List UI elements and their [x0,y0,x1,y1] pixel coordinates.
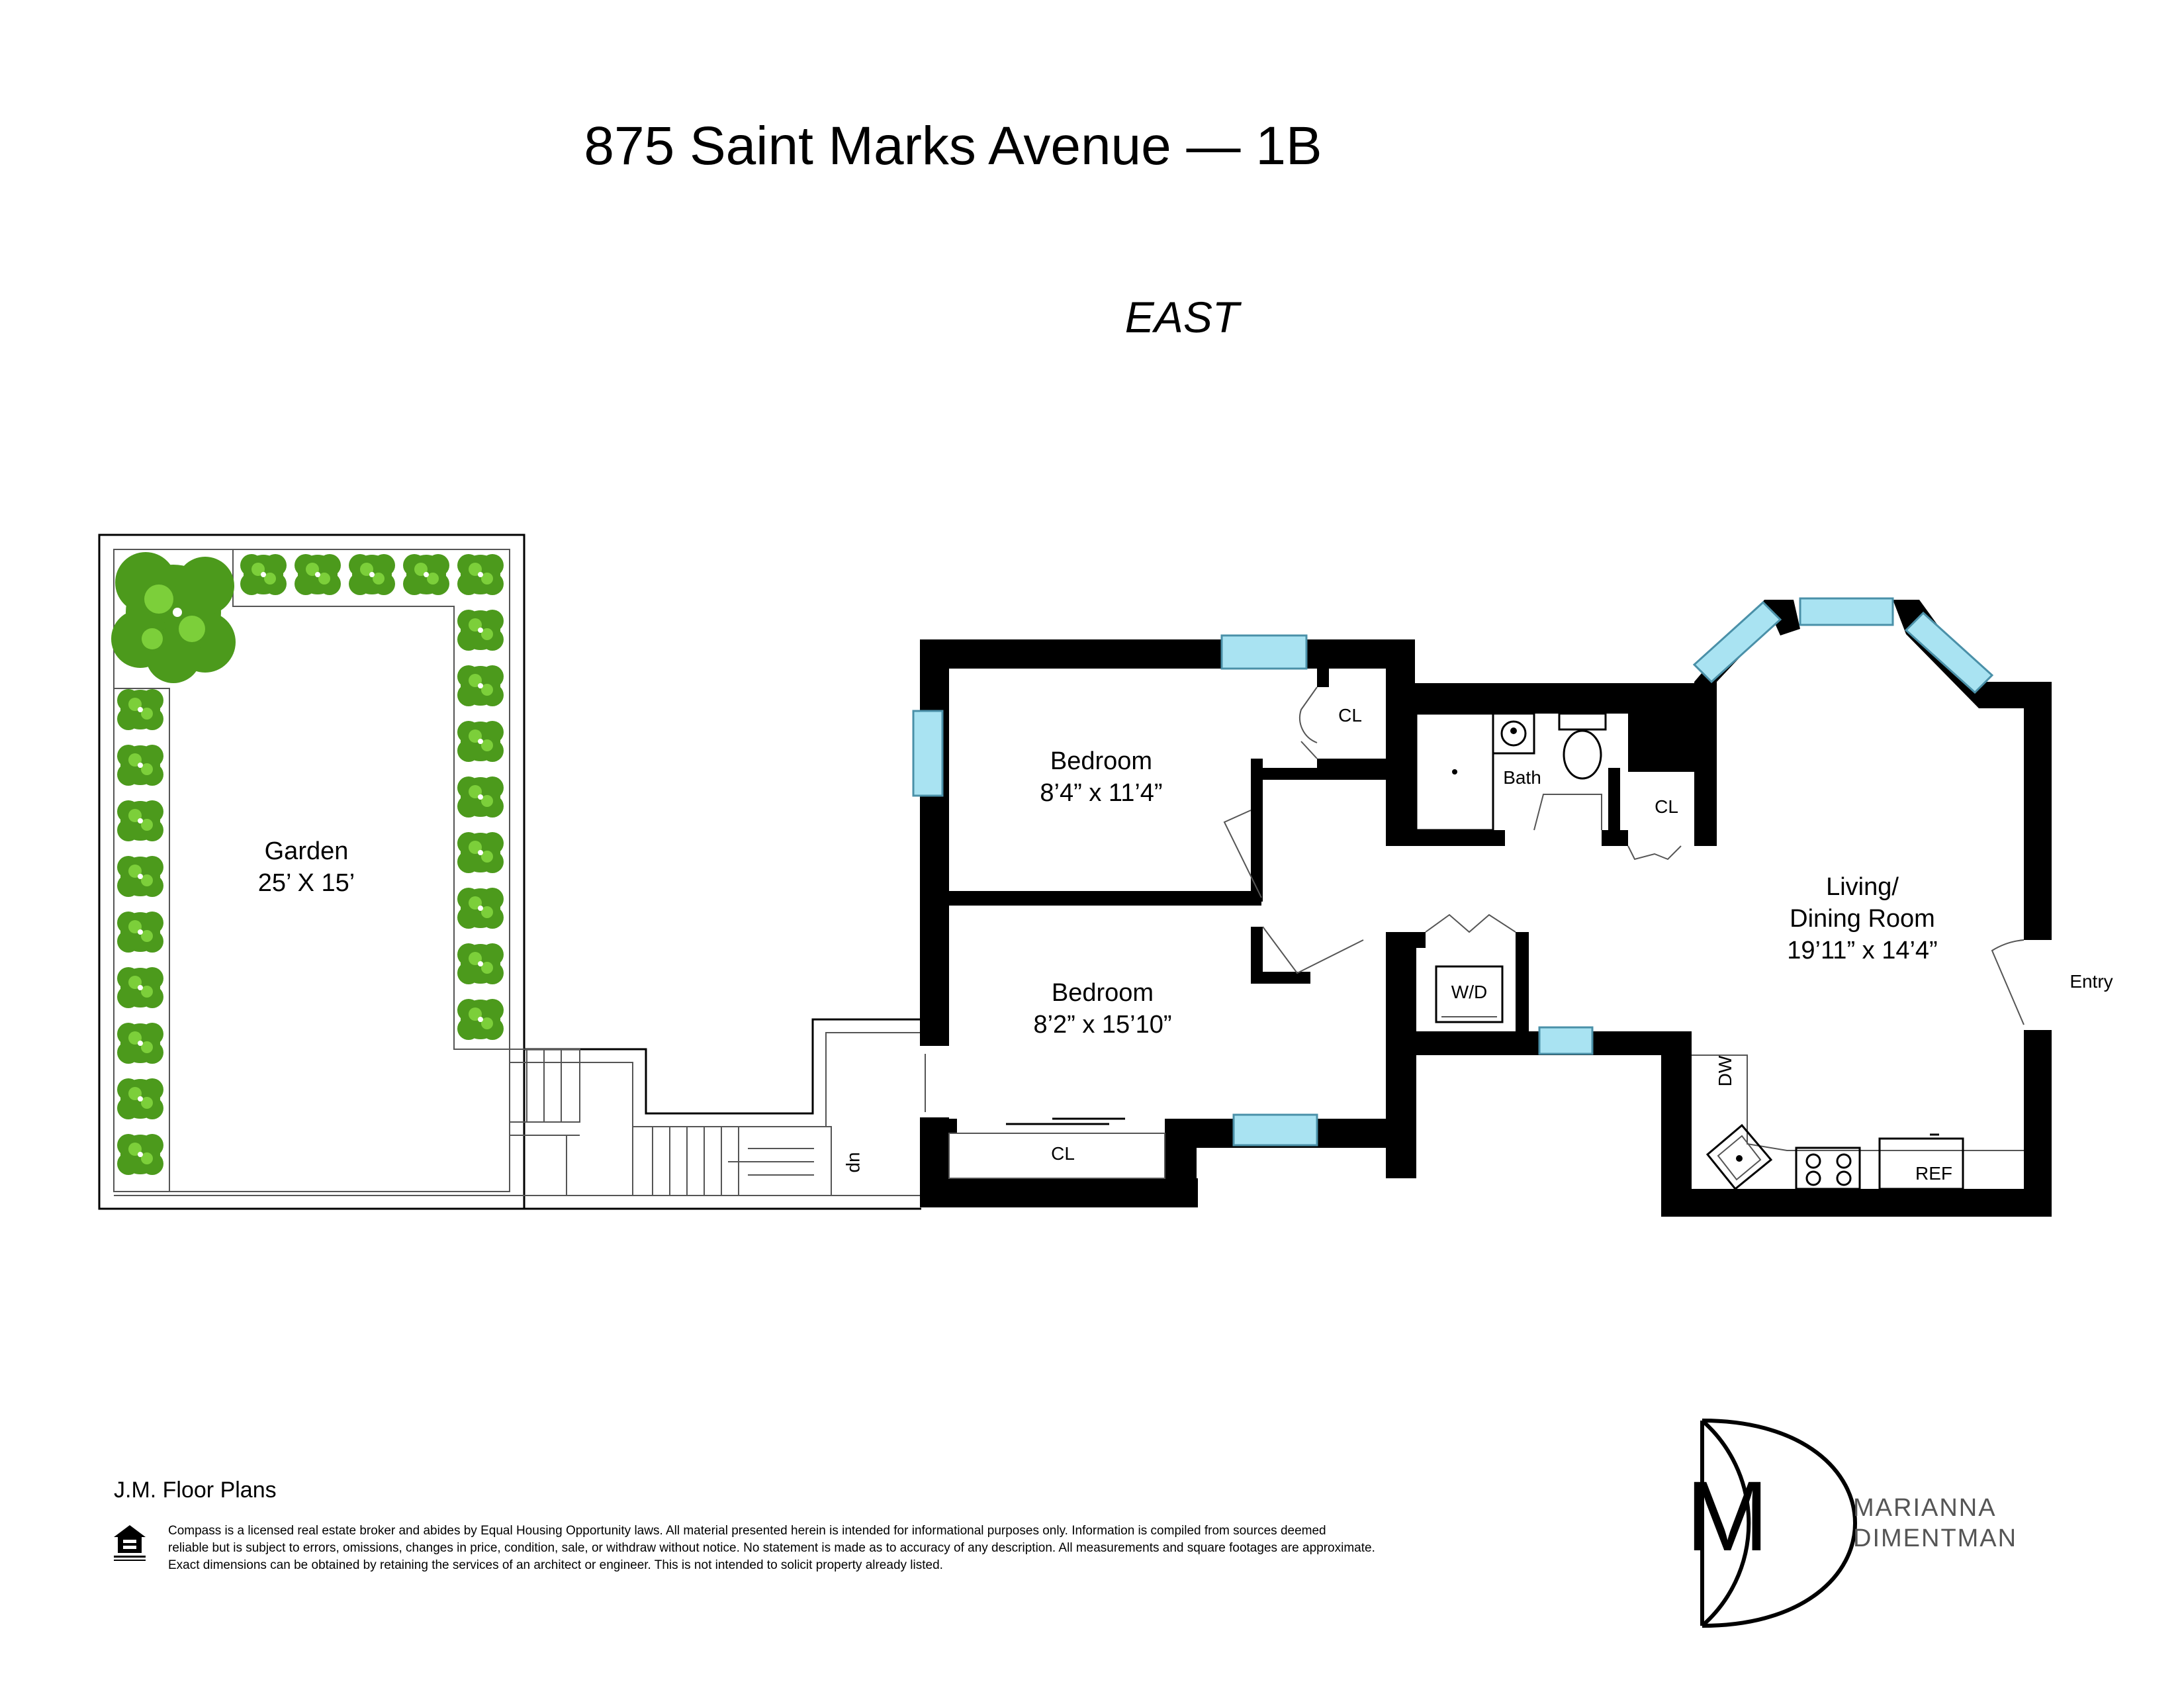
bedroom2-label: Bedroom [1052,979,1154,1007]
brand-monogram: M [1686,1460,1769,1571]
living-room-dims: 19’11” x 14’4” [1787,937,1937,964]
floor-plan-credit: J.M. Floor Plans [114,1477,277,1503]
closet-bedroom1-label: CL [1338,705,1362,726]
garden-area: up [98,534,921,1210]
bedroom2-dims: 8’2” x 15’10” [1033,1011,1171,1039]
brand-logo: M [1686,1419,1857,1628]
fixtures [925,686,2025,1191]
equal-housing-icon [113,1524,147,1562]
closet-bedroom2-label: CL [1051,1143,1075,1164]
bedroom1-dims: 8’4” x 11’4” [1040,779,1162,807]
page-title: 875 Saint Marks Avenue — 1B [584,116,1322,176]
disclaimer-line2: reliable but is subject to errors, omiss… [168,1541,1375,1555]
windows [912,597,1994,1147]
tree-icon [111,552,236,683]
bedroom1-label: Bedroom [1050,747,1152,775]
disclaimer-line1: Compass is a licensed real estate broker… [168,1524,1326,1538]
bath-label: Bath [1503,767,1541,788]
garden-dims: 25’ X 15’ [258,869,355,897]
closet-hall-label: CL [1655,796,1678,817]
living-room-label-line1: Living/ [1826,873,1899,901]
garden-label: Garden [265,837,349,865]
washer-dryer-label: W/D [1451,982,1487,1002]
refrigerator-label: REF [1915,1163,1952,1184]
brand-name-line1: MARIANNA [1853,1494,1997,1522]
door-openings [920,940,2052,1117]
entry-label: Entry [2070,971,2113,992]
stairs-lower [632,1126,832,1196]
living-room-label-line2: Dining Room [1790,905,1935,933]
dishwasher-label: DW [1715,1055,1735,1086]
stairs-label: up [846,1152,866,1172]
stairs-left [509,1049,580,1196]
brand-name-line2: DIMENTMAN [1853,1524,2017,1552]
disclaimer-line3: Exact dimensions can be obtained by reta… [168,1558,943,1572]
orientation-label: EAST [1125,293,1242,342]
